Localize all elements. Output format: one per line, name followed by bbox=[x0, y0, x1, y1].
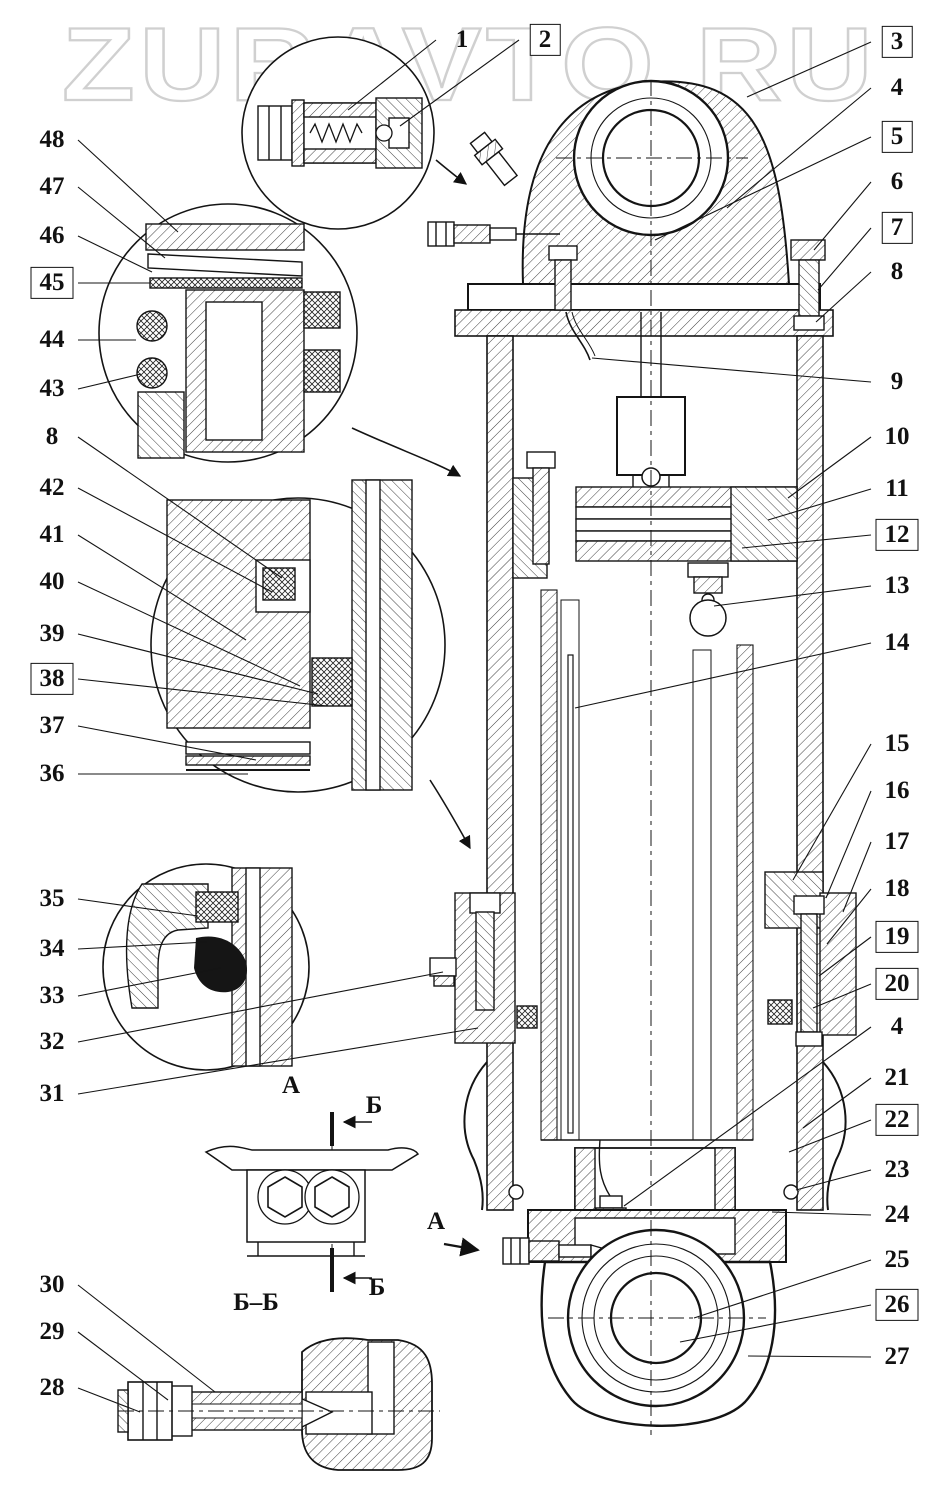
bottom-eye bbox=[540, 1228, 777, 1427]
detail-circle-seal-pack bbox=[98, 203, 462, 477]
inlet-fitting bbox=[427, 221, 560, 247]
bypass-valve bbox=[687, 562, 729, 637]
shell-contour bbox=[463, 1061, 847, 1211]
centerlines bbox=[118, 80, 766, 1435]
piston-rod bbox=[640, 312, 662, 397]
inner-tube bbox=[540, 589, 754, 1141]
detail-circle-piston bbox=[150, 479, 471, 850]
outer-tube bbox=[486, 335, 824, 1211]
piston-assembly bbox=[575, 486, 798, 562]
rod-guide-left bbox=[512, 451, 556, 579]
top-cap bbox=[454, 245, 834, 337]
grease-fitting bbox=[469, 131, 519, 187]
breather-tube bbox=[565, 311, 596, 361]
view-a-arrow bbox=[443, 1237, 480, 1257]
flange-bolt-right bbox=[790, 239, 826, 331]
lower-gland-right bbox=[764, 871, 857, 1047]
lower-gland-left bbox=[429, 892, 538, 1044]
detail-circle-fitting bbox=[241, 36, 468, 230]
section-view-bb bbox=[204, 1112, 420, 1292]
